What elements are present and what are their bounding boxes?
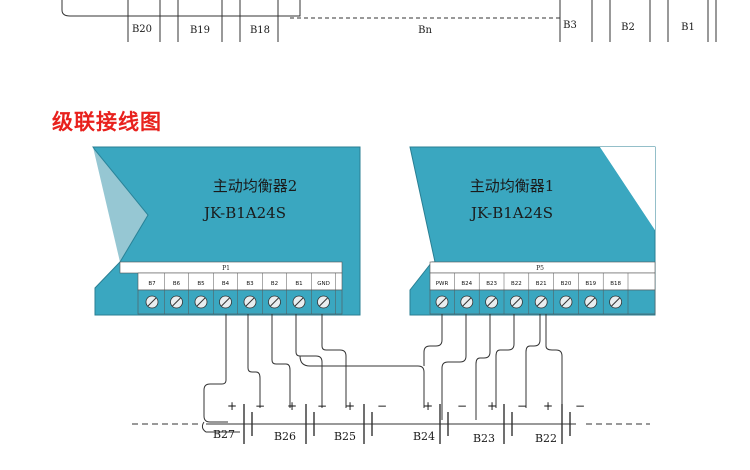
balancer-1-terminal-label: B22	[511, 281, 522, 287]
balancer-2-screw-slot	[319, 297, 328, 307]
polarity-marks: + − + − + − + − + − + −	[227, 399, 585, 413]
battery-chain	[132, 404, 650, 444]
top-wiring-strip	[61, 0, 717, 42]
balancer-1-screw-slot	[462, 297, 472, 307]
balancer-2-screw-slot	[172, 297, 181, 307]
balancer-1-terminal-label: PWR	[436, 281, 449, 287]
balancer-1-screw-slot	[536, 297, 546, 307]
battery-label-b25: B25	[334, 430, 356, 443]
balancer-1-port-label: P5	[536, 265, 544, 272]
balancer-1-terminal-label: B18	[610, 281, 621, 287]
balancer-2-port-label: P1	[222, 265, 230, 272]
balancer-1-terminal-label: B24	[461, 281, 472, 287]
minus-mark: −	[517, 399, 527, 413]
balancer-1-model: JK-B1A24S	[469, 204, 553, 222]
section-title: 级联接线图	[52, 110, 162, 134]
balancer-2-screw-slot	[196, 297, 206, 307]
plus-mark: +	[345, 399, 355, 413]
cascade-wires	[201, 314, 563, 433]
balancer-2-model: JK-B1A24S	[202, 204, 286, 222]
balancer-2-screw-slot	[245, 297, 255, 307]
minus-mark: −	[575, 399, 585, 413]
top-battery-label-bn: Bn	[418, 25, 432, 36]
battery-label-b26: B26	[274, 430, 296, 443]
plus-mark: +	[227, 399, 237, 413]
battery-label-b23: B23	[473, 432, 495, 445]
balancer-1-terminal-label: B19	[585, 281, 596, 287]
balancer-2-screw-slot	[294, 297, 304, 307]
top-battery-label-b20: B20	[132, 24, 152, 35]
balancer-1-screw-slot	[487, 297, 496, 307]
top-battery-label-b19: B19	[190, 25, 210, 36]
balancer-2-module	[92, 146, 361, 316]
battery-label-b22: B22	[535, 432, 557, 445]
balancer-1-terminal-block: PWR B24 B23 B22 B21 B20 B19 B18	[435, 273, 629, 314]
balancer-2-terminal-label: GND	[317, 281, 330, 287]
balancer-1-terminal-label: B23	[486, 281, 497, 287]
balancer-1-name: 主动均衡器1	[470, 177, 555, 195]
plus-mark: +	[423, 399, 433, 413]
balancer-1-screw-slot	[586, 297, 596, 307]
balancer-2-screw-slot	[147, 297, 157, 307]
minus-mark: −	[317, 399, 327, 413]
balancer-2-terminal-label: B4	[222, 281, 230, 287]
minus-mark: −	[457, 399, 467, 413]
top-battery-label-b18: B18	[250, 25, 270, 36]
balancer-1-screw-slot	[437, 297, 447, 307]
balancer-1-terminal-label: B20	[561, 281, 572, 287]
balancer-1-terminal-label: B21	[536, 281, 547, 287]
balancer-1-screw-slot	[561, 297, 571, 307]
balancer-1-screw-slot	[512, 297, 521, 307]
balancer-2-screw-slot	[221, 297, 230, 307]
balancer-2-terminal-label: B1	[295, 281, 302, 287]
balancer-2-name: 主动均衡器2	[213, 177, 298, 195]
balancer-2-terminal-label: B5	[197, 281, 205, 287]
balancer-2-terminal-block: B7 B6 B5 B4 B3 B2 B1 GND	[145, 273, 336, 314]
battery-label-b27: B27	[213, 428, 235, 441]
balancer-1-module	[409, 146, 656, 316]
minus-mark: −	[255, 399, 265, 413]
balancer-2-terminal-label: B6	[173, 281, 181, 287]
top-battery-label-b2: B2	[621, 22, 635, 33]
balancer-2-terminal-label: B7	[148, 281, 156, 287]
plus-mark: +	[487, 399, 497, 413]
balancer-2-terminal-label: B3	[246, 281, 254, 287]
battery-label-b24: B24	[413, 430, 435, 443]
top-battery-label-b3: B3	[563, 20, 577, 31]
balancer-2-terminal-label: B2	[271, 281, 278, 287]
plus-mark: +	[543, 399, 553, 413]
balancer-1-screw-slot	[611, 297, 620, 307]
minus-mark: −	[377, 399, 387, 413]
plus-mark: +	[287, 399, 297, 413]
top-battery-label-b1: B1	[681, 22, 695, 33]
balancer-2-screw-slot	[270, 297, 279, 307]
